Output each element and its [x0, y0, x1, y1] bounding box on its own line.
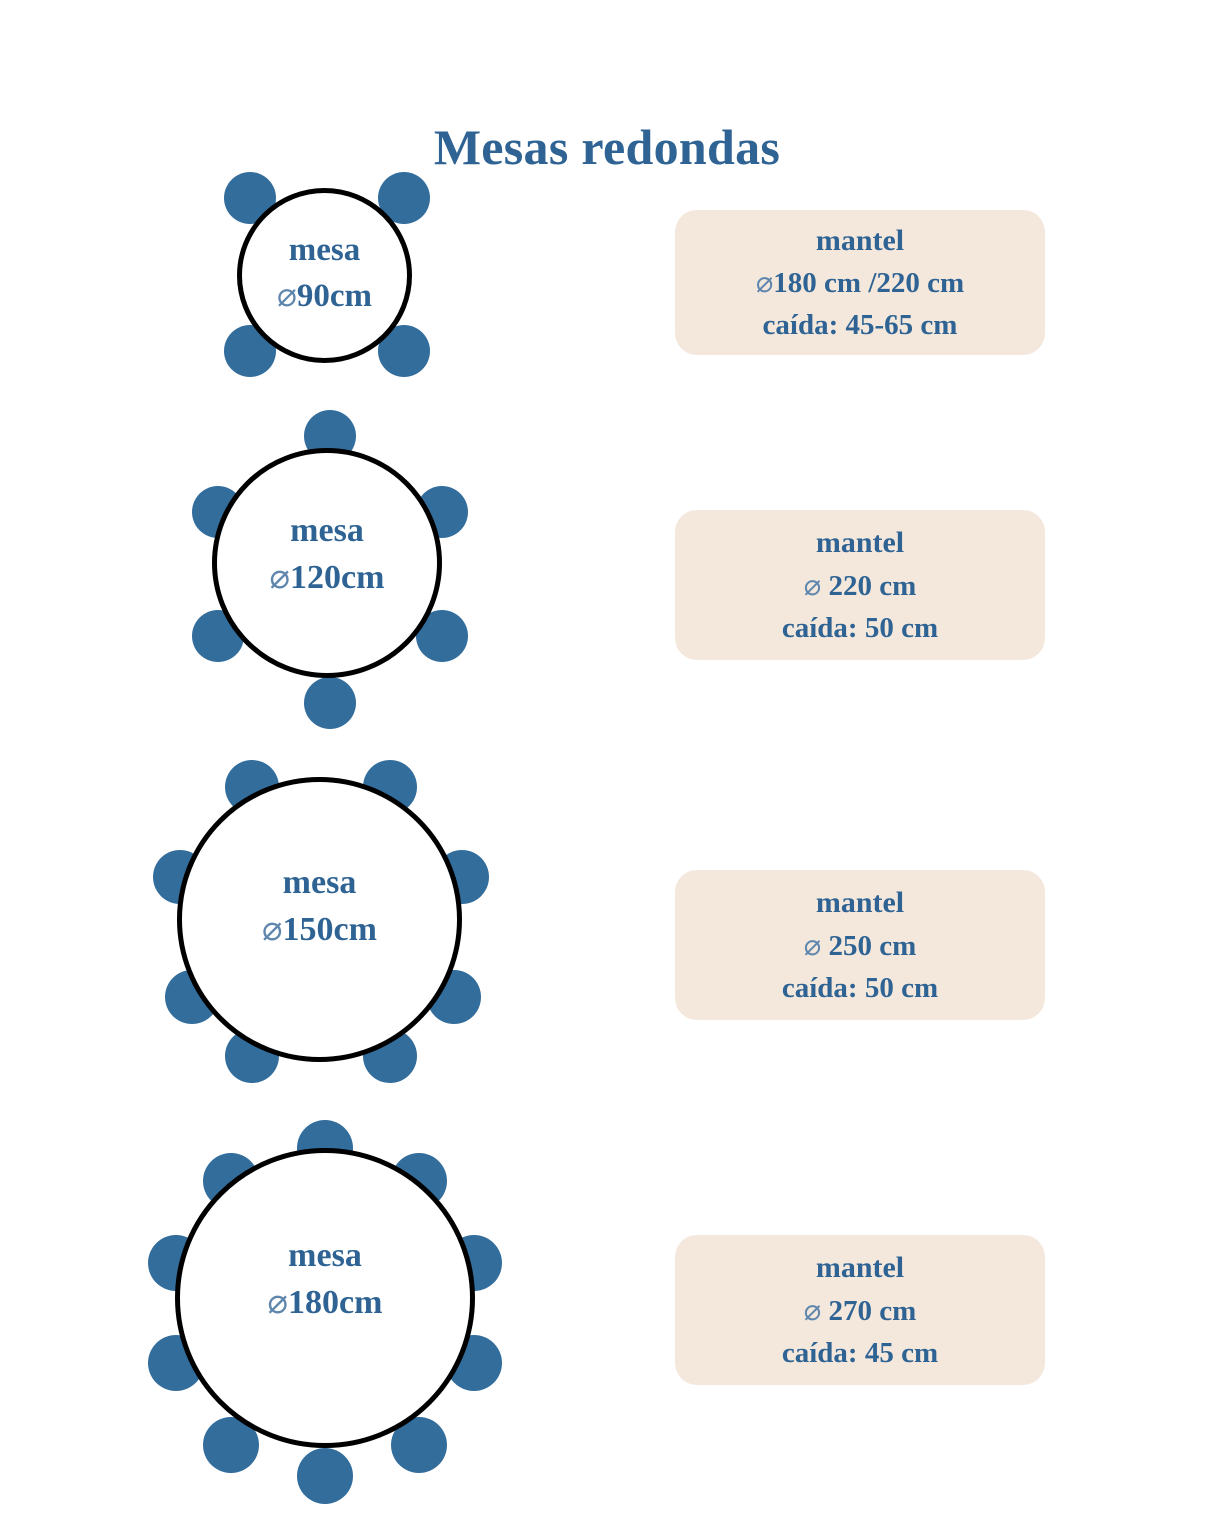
table-outline-circle [212, 448, 442, 678]
mantel-title: mantel [815, 1251, 905, 1285]
mantel-title: mantel [815, 526, 905, 560]
mantel-diameter-line: ⌀ 250 cm [804, 925, 917, 967]
mantel-title: mantel [815, 223, 905, 257]
mantel-title: mantel [815, 886, 905, 920]
table-row: mesa ⌀180cm mantel ⌀ 270 cm caída: 45 cm [0, 1120, 1214, 1515]
diameter-icon: ⌀ [803, 569, 822, 602]
table-row: mesa ⌀150cm mantel ⌀ 250 cm caída: 50 cm [0, 755, 1214, 1085]
mantel-card-3: mantel ⌀ 250 cm caída: 50 cm [675, 870, 1045, 1020]
mantel-drop-line: caída: 50 cm [781, 611, 939, 644]
mantel-diameter-value: 180 cm /220 cm [773, 267, 965, 300]
diameter-icon: ⌀ [755, 267, 774, 300]
table-row: mesa ⌀90cm mantel ⌀180 cm /220 cm caída:… [0, 170, 1214, 405]
table-row: mesa ⌀120cm mantel ⌀ 220 cm caída: 50 cm [0, 410, 1214, 729]
mantel-diameter-line: ⌀180 cm /220 cm [756, 262, 964, 304]
mantel-drop-line: caída: 45-65 cm [762, 309, 958, 342]
mantel-diameter-value: 250 cm [828, 929, 917, 962]
table-diagram-120: mesa ⌀120cm [180, 410, 470, 729]
chair-seat [304, 677, 356, 729]
mantel-diameter-value: 270 cm [828, 1294, 917, 1327]
diameter-icon: ⌀ [803, 1294, 822, 1327]
table-diagram-150: mesa ⌀150cm [145, 755, 495, 1083]
mantel-diameter-value: 220 cm [828, 569, 917, 602]
table-diagram-90: mesa ⌀90cm [222, 170, 432, 380]
page-title: Mesas redondas [433, 118, 781, 175]
table-outline-circle [177, 777, 462, 1062]
mantel-drop-line: caída: 45 cm [781, 1336, 939, 1369]
mantel-card-2: mantel ⌀ 220 cm caída: 50 cm [675, 510, 1045, 660]
table-outline-circle [237, 188, 412, 363]
mantel-drop-line: caída: 50 cm [781, 971, 939, 1004]
mantel-card-4: mantel ⌀ 270 cm caída: 45 cm [675, 1235, 1045, 1385]
mantel-card-1: mantel ⌀180 cm /220 cm caída: 45-65 cm [675, 210, 1045, 355]
mantel-diameter-line: ⌀ 270 cm [804, 1290, 917, 1332]
table-outline-circle [175, 1148, 475, 1448]
diameter-icon: ⌀ [803, 929, 822, 962]
chair-seat [297, 1448, 353, 1504]
mantel-diameter-line: ⌀ 220 cm [804, 565, 917, 607]
table-diagram-180: mesa ⌀180cm [128, 1120, 523, 1505]
